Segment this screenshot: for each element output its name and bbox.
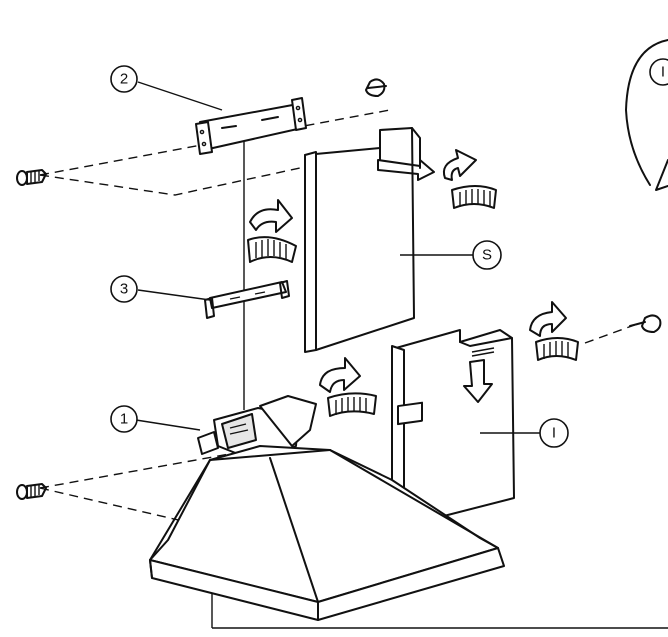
rotate-arrow-icon bbox=[442, 149, 497, 209]
detail-view: I bbox=[625, 39, 668, 191]
svg-text:2: 2 bbox=[120, 71, 128, 88]
down-arrow-icon bbox=[463, 347, 495, 403]
rotate-arrow-icon bbox=[319, 357, 377, 417]
hood-canopy bbox=[149, 445, 505, 621]
callout-1: 1 bbox=[110, 405, 138, 433]
upper-chimney bbox=[304, 127, 421, 353]
wall-bracket bbox=[195, 97, 307, 155]
callout-i-detail: I bbox=[661, 64, 665, 81]
screw-top-right bbox=[365, 78, 387, 97]
rotate-arrow-icon bbox=[247, 199, 297, 263]
rotate-arrow-icon bbox=[529, 301, 579, 361]
svg-text:S: S bbox=[482, 247, 492, 264]
callout-i: I bbox=[539, 418, 569, 448]
chimney-bracket bbox=[204, 280, 290, 319]
callout-s: S bbox=[472, 240, 502, 270]
svg-text:1: 1 bbox=[120, 411, 128, 428]
svg-text:3: 3 bbox=[120, 281, 128, 298]
wall-plug-bottom-left bbox=[16, 483, 47, 500]
wall-plug-top-left bbox=[16, 169, 47, 186]
svg-text:I: I bbox=[552, 425, 556, 442]
slide-arrow-icon bbox=[377, 159, 435, 181]
callout-leaders bbox=[135, 81, 540, 434]
lower-chimney bbox=[391, 329, 515, 519]
callout-2: 2 bbox=[110, 65, 138, 93]
screw-right bbox=[629, 314, 662, 333]
callout-3: 3 bbox=[110, 275, 138, 303]
